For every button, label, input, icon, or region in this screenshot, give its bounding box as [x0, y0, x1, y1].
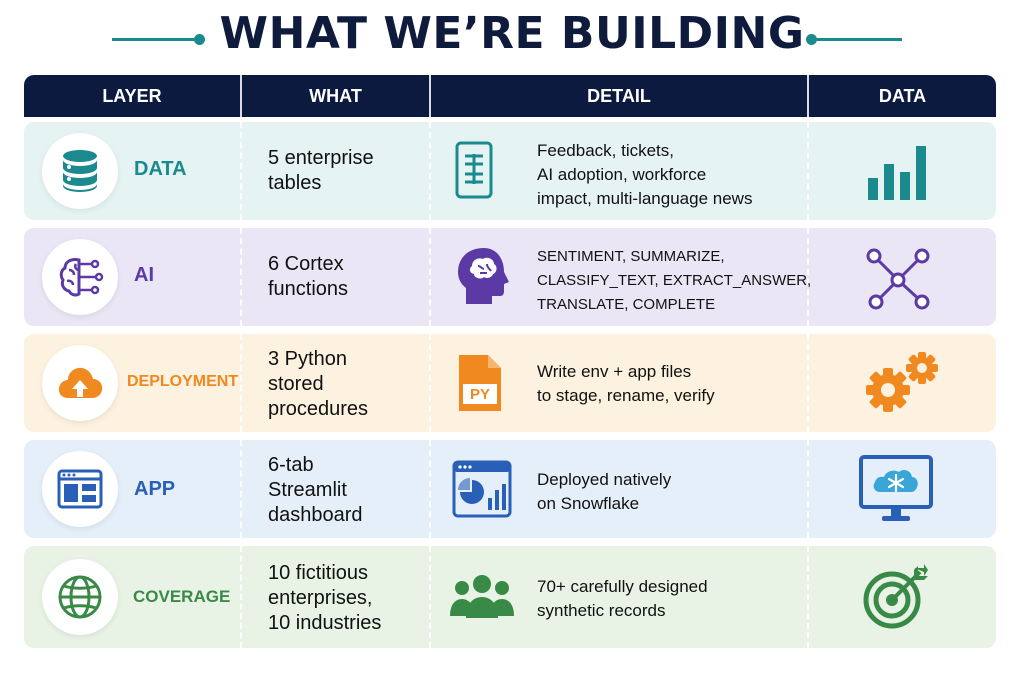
header-detail: DETAIL: [587, 86, 651, 106]
column-divider: [240, 122, 242, 220]
globe-icon: [42, 559, 118, 635]
what-line: tables: [268, 172, 322, 194]
detail-line: synthetic records: [537, 601, 666, 620]
column-divider: [429, 440, 431, 538]
what-line: 5 enterprise: [268, 147, 374, 169]
what-text: 6 Cortex functions: [268, 252, 448, 302]
what-line: dashboard: [268, 504, 363, 526]
column-divider: [429, 228, 431, 326]
header-data: DATA: [878, 86, 927, 106]
column-divider: [429, 334, 431, 432]
detail-line: AI adoption, workforce: [537, 165, 707, 184]
brain-circuit-icon: [42, 239, 118, 315]
header-divider: [429, 75, 431, 117]
column-divider: [240, 440, 242, 538]
title-left-line: [112, 38, 200, 41]
detail-text: Feedback, tickets, AI adoption, workforc…: [537, 139, 827, 211]
app-window-icon: [42, 451, 118, 527]
what-line: 10 industries: [268, 612, 382, 634]
column-divider: [807, 334, 809, 432]
what-line: procedures: [268, 398, 369, 420]
what-line: Streamlit: [268, 479, 347, 501]
header-what: WHAT: [309, 86, 362, 106]
head-brain-icon: [454, 244, 514, 313]
spreadsheet-document-icon: [454, 140, 494, 205]
detail-line: Feedback, tickets,: [537, 141, 675, 160]
layer-label: DEPLOYMENT: [127, 373, 239, 390]
detail-line: to stage, rename, verify: [537, 386, 715, 405]
layer-label: APP: [134, 478, 176, 500]
python-file-icon: PY: [456, 352, 504, 419]
gears-icon: [860, 348, 940, 423]
python-file-tag: PY: [469, 386, 490, 403]
detail-text: Deployed natively on Snowflake: [537, 468, 827, 516]
detail-line: on Snowflake: [537, 494, 640, 513]
table-row-ai: AI 6 Cortex functions SENTIMENT, SUMMARI…: [24, 228, 996, 326]
column-divider: [240, 546, 242, 648]
column-divider: [429, 122, 431, 220]
layer-label: COVERAGE: [133, 587, 231, 606]
column-divider: [807, 228, 809, 326]
what-text: 3 Python stored procedures: [268, 347, 448, 422]
column-divider: [429, 546, 431, 648]
detail-line: CLASSIFY_TEXT, EXTRACT_ANSWER,: [537, 272, 812, 289]
table-header: LAYER WHAT DETAIL DATA: [24, 75, 996, 117]
network-nodes-icon: [864, 246, 932, 315]
what-line: 3 Python: [268, 348, 347, 370]
column-divider: [807, 122, 809, 220]
detail-line: Deployed natively: [537, 470, 672, 489]
table-row-app: APP 6-tab Streamlit dashboard Deployed n…: [24, 440, 996, 538]
column-divider: [807, 546, 809, 648]
detail-line: TRANSLATE, COMPLETE: [537, 296, 716, 313]
what-line: 10 fictitious: [268, 562, 369, 584]
table-row-coverage: COVERAGE 10 fictitious enterprises, 10 i…: [24, 546, 996, 648]
layer-label: AI: [134, 264, 154, 286]
detail-line: impact, multi-language news: [537, 189, 753, 208]
title-row: WHAT WE’RE BUILDING: [0, 0, 1024, 72]
detail-text: Write env + app files to stage, rename, …: [537, 360, 827, 408]
what-text: 5 enterprise tables: [268, 146, 448, 196]
what-text: 10 fictitious enterprises, 10 industries: [268, 561, 448, 636]
snowflake-monitor-icon: [858, 454, 934, 531]
detail-line: SENTIMENT, SUMMARIZE,: [537, 248, 725, 265]
column-divider: [807, 440, 809, 538]
title-right-line: [814, 38, 902, 41]
what-text: 6-tab Streamlit dashboard: [268, 453, 448, 528]
bar-chart-icon: [866, 142, 930, 207]
target-icon: [862, 564, 932, 635]
column-divider: [240, 334, 242, 432]
table-row-data: DATA 5 enterprise tables Feedback, ticke…: [24, 122, 996, 220]
what-line: 6-tab: [268, 454, 314, 476]
people-group-icon: [448, 572, 516, 627]
what-line: stored: [268, 373, 324, 395]
header-divider: [807, 75, 809, 117]
layer-label: DATA: [134, 158, 187, 180]
header-divider: [240, 75, 242, 117]
detail-text: SENTIMENT, SUMMARIZE, CLASSIFY_TEXT, EXT…: [537, 245, 827, 317]
what-line: enterprises,: [268, 587, 373, 609]
detail-text: 70+ carefully designed synthetic records: [537, 575, 827, 623]
table-row-deployment: DEPLOYMENT 3 Python stored procedures PY…: [24, 334, 996, 432]
what-line: functions: [268, 278, 349, 300]
detail-line: Write env + app files: [537, 362, 692, 381]
detail-line: 70+ carefully designed: [537, 577, 708, 596]
what-line: 6 Cortex: [268, 253, 344, 275]
title-right-dot: [806, 34, 817, 45]
cloud-upload-icon: [42, 345, 118, 421]
column-divider: [240, 228, 242, 326]
database-icon: [42, 133, 118, 209]
dashboard-window-icon: [452, 460, 512, 523]
page-title: WHAT WE’RE BUILDING: [219, 8, 805, 59]
title-left-dot: [194, 34, 205, 45]
header-layer: LAYER: [102, 86, 162, 106]
